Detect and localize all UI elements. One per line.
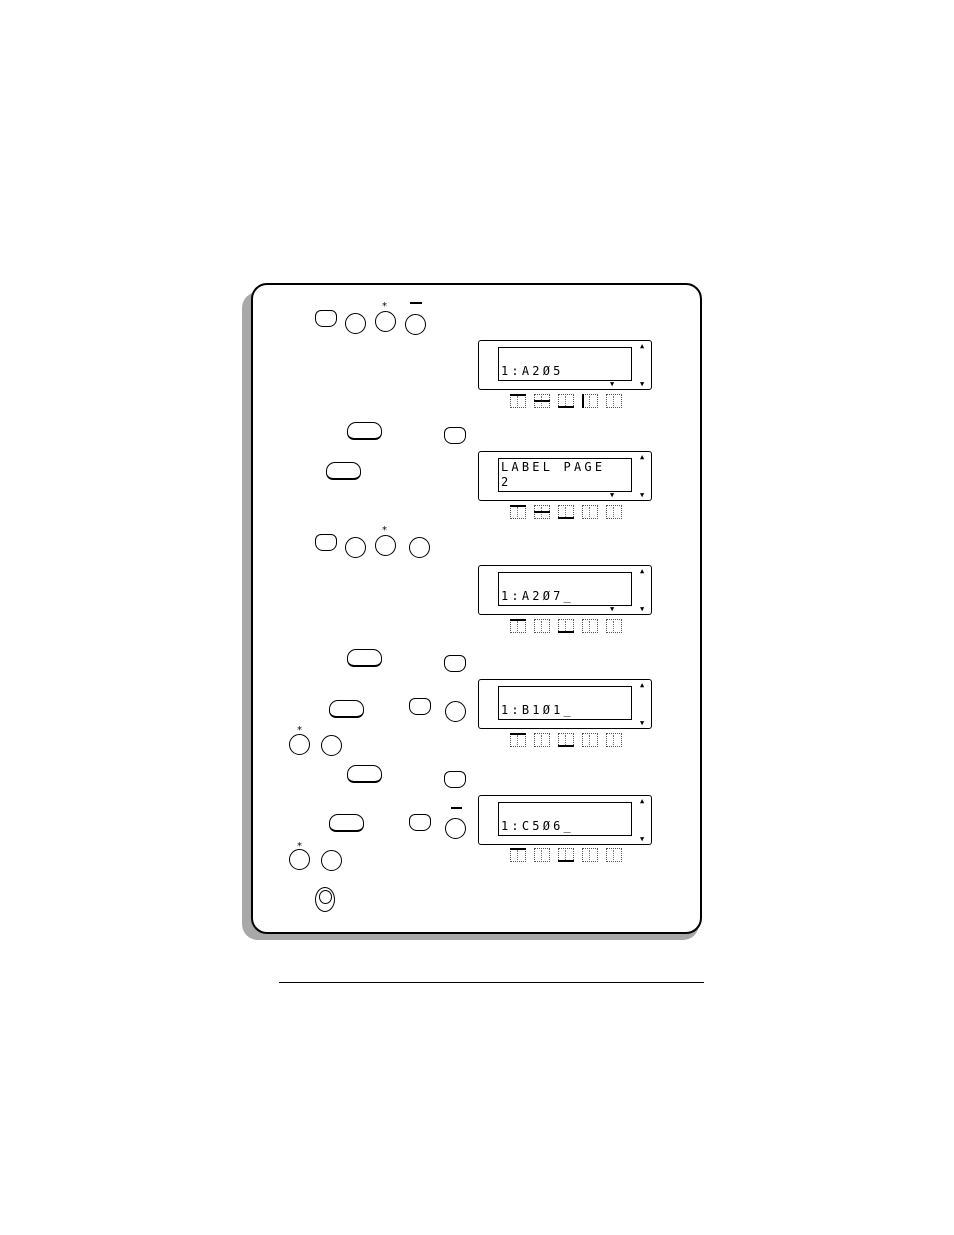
down-triangle-icon: ▼ (640, 380, 645, 388)
lcd-display: LABEL PAGE 2 ▲ ▼ ▼ (478, 451, 652, 501)
indicator-4 (582, 394, 598, 408)
up-triangle-icon: ▲ (640, 681, 645, 689)
star-mark: * (382, 301, 387, 312)
key-24[interactable] (289, 849, 310, 870)
down-triangle-icon: ▼ (640, 835, 645, 843)
down-triangle-icon: ▼ (640, 491, 645, 499)
down-triangle-icon: ▼ (610, 380, 615, 388)
lcd-display: 1:A2Ø7_ ▲ ▼ ▼ (478, 565, 652, 615)
lcd-screen: LABEL PAGE 2 (498, 458, 632, 492)
indicator-5 (606, 394, 622, 408)
key-7[interactable] (326, 462, 361, 480)
star-mark: * (297, 841, 302, 852)
indicator-2 (534, 733, 550, 747)
key-13[interactable] (444, 655, 466, 672)
indicator-2 (534, 619, 550, 633)
key-6[interactable] (444, 427, 466, 444)
indicator-3 (558, 619, 574, 633)
key-19[interactable] (347, 765, 382, 783)
key-10[interactable] (375, 535, 396, 556)
down-triangle-icon: ▼ (610, 491, 615, 499)
page-divider (279, 982, 704, 983)
space-mark (451, 807, 462, 809)
lcd-line-2: 1:A2Ø5 (501, 364, 564, 378)
lcd-display: 1:B1Ø1_ ▲ ▼ (478, 679, 652, 729)
lcd-line-1: LABEL PAGE (501, 460, 606, 474)
key-21[interactable] (329, 814, 364, 832)
key-5[interactable] (347, 422, 382, 440)
indicator-4 (582, 619, 598, 633)
star-mark: * (297, 725, 302, 736)
indicator-5 (606, 505, 622, 519)
star-mark: * (382, 525, 387, 536)
up-triangle-icon: ▲ (640, 797, 645, 805)
indicator-3 (558, 848, 574, 862)
lcd-line-2: 1:B1Ø1_ (501, 703, 574, 717)
key-14[interactable] (329, 700, 364, 718)
key-26[interactable] (315, 887, 335, 912)
indicator-3 (558, 505, 574, 519)
indicator-2 (534, 848, 550, 862)
indicator-5 (606, 848, 622, 862)
key-3[interactable] (375, 311, 396, 332)
key-15[interactable] (409, 698, 431, 715)
space-mark (410, 302, 422, 304)
lcd-screen: 1:A2Ø5 (498, 347, 632, 381)
indicator-3 (558, 394, 574, 408)
lcd-display: 1:A2Ø5 ▲ ▼ ▼ (478, 340, 652, 390)
key-18[interactable] (321, 735, 342, 756)
key-22[interactable] (409, 814, 431, 831)
lcd-line-2: 2 (501, 475, 512, 489)
indicator-5 (606, 733, 622, 747)
key-8[interactable] (315, 534, 337, 551)
indicator-1 (510, 619, 526, 633)
indicator-5 (606, 619, 622, 633)
indicator-1 (510, 733, 526, 747)
key-20[interactable] (444, 771, 466, 788)
key-4[interactable] (405, 314, 426, 335)
key-1[interactable] (315, 310, 337, 327)
down-triangle-icon: ▼ (640, 605, 645, 613)
indicator-4 (582, 848, 598, 862)
down-triangle-icon: ▼ (640, 719, 645, 727)
key-9[interactable] (345, 537, 366, 558)
key-11[interactable] (409, 537, 430, 558)
indicator-2 (534, 394, 550, 408)
indicator-1 (510, 394, 526, 408)
lcd-screen: 1:B1Ø1_ (498, 686, 632, 720)
lcd-line-2: 1:C5Ø6_ (501, 819, 574, 833)
up-triangle-icon: ▲ (640, 567, 645, 575)
key-2[interactable] (345, 313, 366, 334)
down-triangle-icon: ▼ (610, 605, 615, 613)
indicator-4 (582, 505, 598, 519)
key-12[interactable] (347, 649, 382, 667)
indicator-2 (534, 505, 550, 519)
key-25[interactable] (321, 850, 342, 871)
lcd-line-2: 1:A2Ø7_ (501, 589, 574, 603)
key-16[interactable] (445, 701, 466, 722)
indicator-1 (510, 505, 526, 519)
up-triangle-icon: ▲ (640, 342, 645, 350)
lcd-screen: 1:C5Ø6_ (498, 802, 632, 836)
key-17[interactable] (289, 734, 310, 755)
key-23[interactable] (445, 818, 466, 839)
lcd-display: 1:C5Ø6_ ▲ ▼ (478, 795, 652, 845)
indicator-4 (582, 733, 598, 747)
up-triangle-icon: ▲ (640, 453, 645, 461)
indicator-1 (510, 848, 526, 862)
indicator-3 (558, 733, 574, 747)
lcd-screen: 1:A2Ø7_ (498, 572, 632, 606)
